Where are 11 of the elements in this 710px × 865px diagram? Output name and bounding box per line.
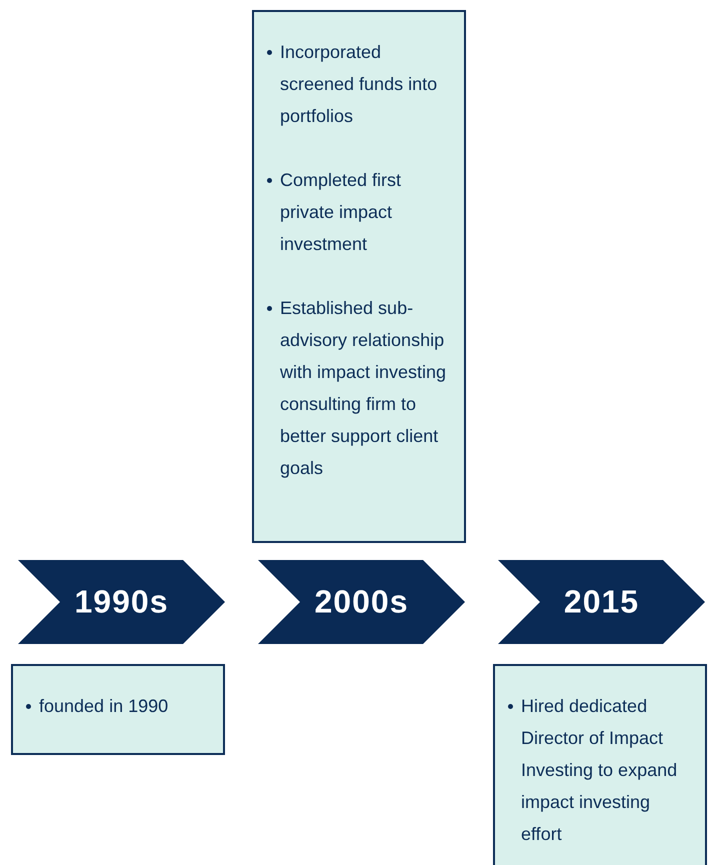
bullet-text: Established sub-advisory relationship with impact investing consulting firm to better support client goals — [280, 298, 446, 478]
bullet-text: Incorporated screened funds into portfolios — [280, 42, 438, 126]
year-label: 1990s — [74, 584, 168, 620]
text-box — [11, 664, 225, 755]
bullet-text: Hired dedicated Director of Impact Investing to expand impact investing effort — [521, 696, 678, 844]
text-box — [252, 10, 466, 543]
text-box — [493, 664, 707, 865]
bullet-text: founded in 1990 — [39, 696, 168, 716]
bullet-text: Completed first private impact investment — [280, 170, 402, 254]
year-label: 2015 — [564, 584, 640, 620]
year-label: 2000s — [314, 584, 408, 620]
